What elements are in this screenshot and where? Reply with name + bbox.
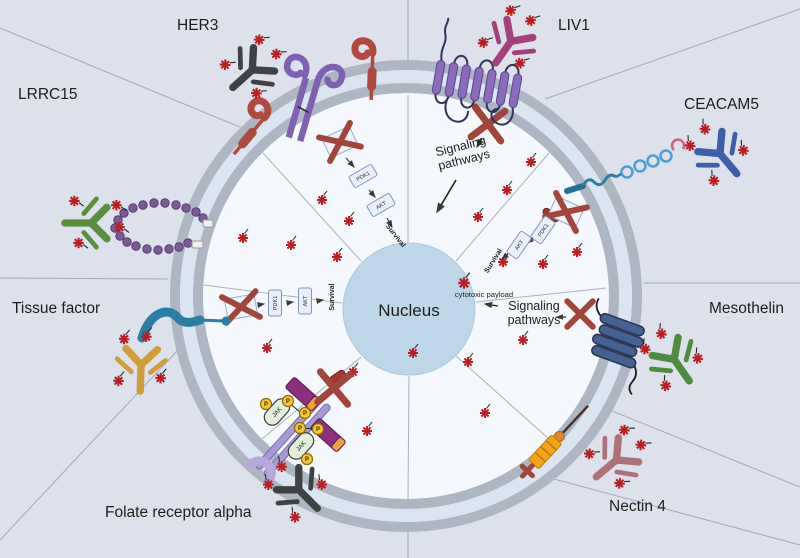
nectin4-receptor xyxy=(519,404,589,479)
akt-box: AKT xyxy=(303,295,309,306)
tissue-factor-pathway: PDK1 AKT Survival xyxy=(222,283,336,322)
mesothelin-signaling: Signaling pathways xyxy=(483,299,593,327)
target-label-tissue-factor: Tissue factor xyxy=(12,300,100,317)
svg-text:P: P xyxy=(316,427,320,433)
target-label-ceacam5: CEACAM5 xyxy=(684,96,759,113)
survival-label: Survival xyxy=(329,283,336,310)
target-label-her3: HER3 xyxy=(177,17,218,34)
target-label-mesothelin: Mesothelin xyxy=(709,300,784,317)
signaling-pathways-label: pathways xyxy=(508,313,561,327)
phospho-sites: P P P P P P xyxy=(259,394,325,466)
akt-box: AKT xyxy=(514,239,525,252)
signaling-pathways-label: Signaling xyxy=(508,299,559,313)
nucleus-label: Nucleus xyxy=(378,301,439,320)
folate-receptor-complex: JAK JAK P P P P P P xyxy=(245,372,350,486)
ceacam5-receptor xyxy=(564,138,686,194)
pdk1-box: PDK1 xyxy=(273,296,279,311)
svg-text:P: P xyxy=(286,399,290,405)
target-label-folate: Folate receptor alpha xyxy=(105,504,252,521)
target-label-liv1: LIV1 xyxy=(558,17,590,34)
jak-capsule: JAK xyxy=(287,432,315,460)
mesothelin-receptor xyxy=(591,297,645,396)
her3-receptor-dimer xyxy=(283,53,346,143)
akt-box: AKT xyxy=(375,200,388,211)
svg-text:P: P xyxy=(298,426,302,432)
svg-text:P: P xyxy=(303,411,307,417)
cell-membrane xyxy=(170,60,642,532)
target-label-nectin4: Nectin 4 xyxy=(609,498,666,515)
svg-text:P: P xyxy=(305,457,309,463)
target-label-lrrc15: LRRC15 xyxy=(18,86,77,103)
tissue-factor-receptor xyxy=(137,307,231,343)
svg-text:P: P xyxy=(264,402,268,408)
cytotoxic-payload-label: cytotoxic payload xyxy=(455,290,513,299)
liv1-receptor xyxy=(431,17,523,126)
nucleus xyxy=(342,242,476,376)
